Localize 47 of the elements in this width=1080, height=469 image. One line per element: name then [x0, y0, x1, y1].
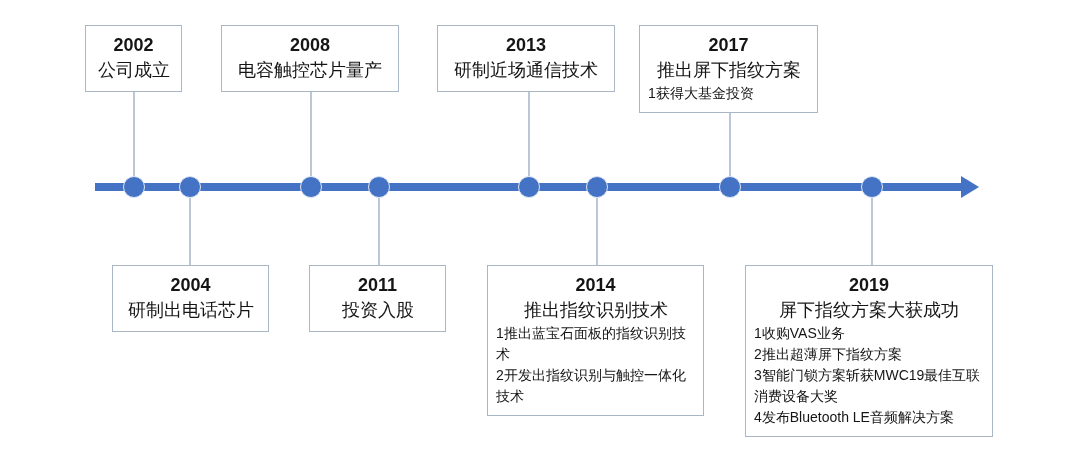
leader-line [871, 197, 873, 266]
milestone-title: 研制出电话芯片 [126, 299, 255, 322]
timeline-dot [861, 176, 883, 198]
year-label: 2019 [847, 274, 890, 297]
leader-line [189, 197, 191, 266]
year-label: 2008 [288, 34, 331, 57]
year-label: 2004 [169, 274, 212, 297]
timeline-dot [368, 176, 390, 198]
milestone-detail: 2开发出指纹识别与触控一体化技术 [496, 366, 687, 406]
milestone-detail: 4发布Bluetooth LE音频解决方案 [754, 408, 955, 427]
milestone-box [639, 25, 818, 113]
milestone-title: 屏下指纹方案大获成功 [778, 299, 960, 322]
timeline-dot [123, 176, 145, 198]
milestone-title: 推出屏下指纹方案 [655, 59, 802, 82]
milestone-detail: 3智能门锁方案斩获MWC19最佳互联消费设备大奖 [754, 366, 982, 406]
milestone-box [221, 25, 399, 92]
milestone-box [112, 265, 269, 332]
year-label: 2002 [112, 34, 155, 57]
timeline-dot [586, 176, 608, 198]
milestone-box [85, 25, 182, 92]
milestone-title: 投资入股 [340, 299, 415, 322]
milestone-detail: 1收购VAS业务 [754, 324, 846, 343]
year-label: 2014 [574, 274, 617, 297]
timeline-dot [518, 176, 540, 198]
milestone-detail: 2推出超薄屏下指纹方案 [754, 345, 903, 364]
leader-line [729, 112, 731, 177]
leader-line [528, 91, 530, 177]
milestone-box [745, 265, 993, 437]
milestone-title: 电容触控芯片量产 [237, 59, 383, 82]
milestone-title: 推出指纹识别技术 [522, 299, 669, 322]
milestone-detail: 1获得大基金投资 [648, 84, 755, 103]
year-label: 2013 [504, 34, 547, 57]
year-label: 2011 [356, 274, 399, 297]
leader-line [310, 91, 312, 177]
milestone-title: 研制近场通信技术 [453, 59, 599, 82]
milestone-box [437, 25, 615, 92]
milestone-box [487, 265, 704, 416]
timeline-dot [719, 176, 741, 198]
leader-line [378, 197, 380, 266]
timeline-dot [300, 176, 322, 198]
timeline-dot [179, 176, 201, 198]
milestone-box [309, 265, 446, 332]
year-label: 2017 [707, 34, 750, 57]
leader-line [133, 91, 135, 177]
milestone-detail: 1推出蓝宝石面板的指纹识别技术 [496, 324, 687, 364]
milestone-title: 公司成立 [96, 59, 171, 82]
leader-line [596, 197, 598, 266]
